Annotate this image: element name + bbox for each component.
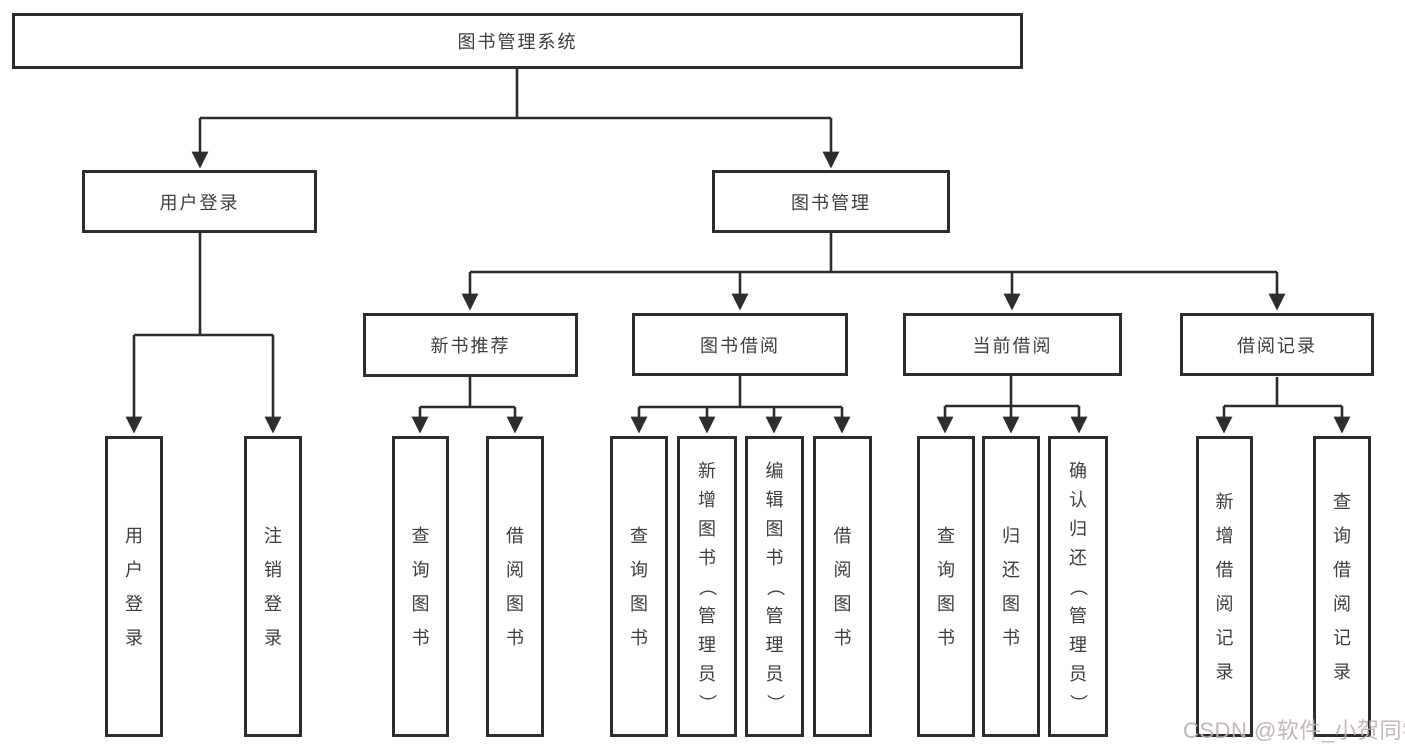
leaf-rec-borrow-books: 借阅图书 [486, 436, 544, 737]
leaf-logout: 注销登录 [244, 436, 302, 737]
leaf-hist-query-record: 查询借阅记录 [1313, 436, 1371, 737]
csdn-watermark: CSDN @软件_小贺同学 [1183, 718, 1405, 743]
new-rec-branch [411, 377, 524, 434]
root-branch [191, 69, 840, 169]
node-book-borrowing: 图书借阅 [632, 313, 848, 376]
leaf-cur-query-books: 查询图书 [917, 436, 975, 737]
book-mgmt-branch [461, 233, 1286, 311]
leaf-bor-query-books: 查询图书 [610, 436, 668, 737]
node-root-system: 图书管理系统 [12, 13, 1023, 69]
leaf-rec-query-books: 查询图书 [392, 436, 449, 737]
cur-borrow-branch [936, 376, 1088, 434]
leaf-cur-confirm-return-admin: 确认归还（管理员） [1048, 436, 1108, 737]
leaf-user-login: 用户登录 [105, 436, 163, 737]
node-borrow-records: 借阅记录 [1180, 313, 1374, 376]
leaf-hist-add-record: 新增借阅记录 [1196, 436, 1253, 737]
user-login-branch [125, 233, 282, 434]
node-current-borrowing: 当前借阅 [903, 313, 1122, 376]
node-book-management: 图书管理 [712, 170, 950, 233]
node-user-login: 用户登录 [82, 170, 317, 233]
leaf-bor-edit-books-admin: 编辑图书（管理员） [745, 436, 804, 737]
leaf-cur-return-books: 归还图书 [982, 436, 1040, 737]
leaf-bor-add-books-admin: 新增图书（管理员） [677, 436, 737, 737]
node-new-book-recommend: 新书推荐 [363, 313, 578, 377]
book-borrow-branch [630, 376, 851, 434]
borrow-hist-branch [1215, 377, 1351, 434]
leaf-bor-borrow-books: 借阅图书 [813, 436, 872, 737]
